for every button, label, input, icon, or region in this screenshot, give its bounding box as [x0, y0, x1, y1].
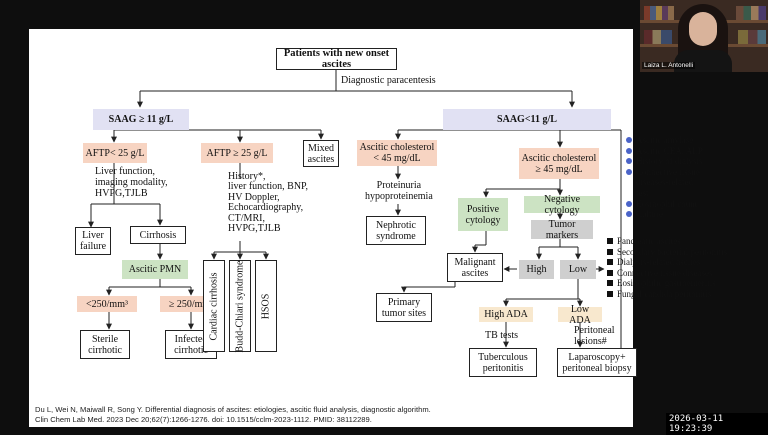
aftp-high-box: AFTP ≥ 25 g/L	[201, 143, 273, 163]
presentation-slide: Patients with new onset ascites Diagnost…	[29, 29, 727, 427]
causes-list-item: Connective tissue diseases	[607, 268, 727, 279]
cholesterol-high-box: Ascitic cholesterol ≥ 45 mg/dL	[519, 148, 599, 179]
causes-list-item: Dialysis-related ascites	[607, 257, 727, 268]
positive-cytology-box: Positive cytology	[458, 198, 508, 231]
books	[644, 6, 674, 20]
tb-tests-label: TB tests	[485, 330, 519, 341]
books	[644, 30, 672, 44]
budd-chiari-box: Budd-Chiari syndrome	[229, 260, 251, 352]
aftp-low-box: AFTP< 25 g/L	[83, 143, 147, 163]
tests-list-item: Culture	[626, 209, 703, 220]
low-ada-box: Low ADA	[558, 304, 602, 326]
tests-list: Ascitic amylase Ascitic CEA, ALP History…	[626, 135, 703, 220]
timestamp: 2026-03-11 19:23:39	[666, 413, 768, 435]
webcam-thumbnail: Laiza L. Antonelli	[640, 0, 768, 72]
causes-list: Pancreatic ascites Secondary bacterial p…	[607, 236, 727, 300]
primary-tumor-box: Primary tumor sites	[376, 293, 432, 322]
paracentesis-label: Diagnostic paracentesis	[341, 75, 436, 86]
tests-list-item: Ascitic CEA, ALP	[626, 146, 703, 157]
cirrhosis-box: Cirrhosis	[130, 226, 186, 244]
tumor-markers-box: Tumor markers	[531, 219, 593, 241]
tests-list-item: Ascitic amylase	[626, 135, 703, 146]
presenter-name-label: Laiza L. Antonelli	[642, 62, 696, 69]
title-box: Patients with new onset ascites	[276, 48, 397, 70]
liver-failure-box: Liver failure	[75, 227, 111, 255]
books	[738, 30, 766, 44]
flowchart-connectors	[88, 70, 630, 372]
causes-list-item: Secondary bacterial peritonitis	[607, 247, 727, 258]
nephrotic-syndrome-box: Nephrotic syndrome	[366, 216, 426, 245]
saag-high-box: SAAG ≥ 11 g/L	[93, 109, 189, 130]
causes-list-item: Fungal/candida peritonitis	[607, 289, 727, 300]
high-ada-box: High ADA	[479, 307, 533, 322]
mixed-ascites-box: Mixed ascites	[303, 140, 339, 167]
low-box: Low	[560, 260, 596, 279]
liver-workup-text: Liver function, imaging modality, HVPG,T…	[95, 166, 168, 199]
causes-list-item: Pancreatic ascites	[607, 236, 727, 247]
causes-list-item: Eosinophilic gastroenteritis	[607, 278, 727, 289]
high-box: High	[519, 260, 554, 279]
laparoscopy-box: Laparoscopy+ peritoneal biopsy	[557, 348, 637, 377]
peritoneal-lesions-label: Peritoneal lesions#	[574, 325, 615, 347]
tests-list-item: Connective tissue diseases-related test	[626, 167, 703, 199]
presenter-face	[689, 12, 717, 46]
tests-list-item: History of dialysis	[626, 156, 703, 167]
citation-line-1: Du L, Wei N, Maiwall R, Song Y. Differen…	[35, 405, 431, 414]
tests-list-item: Eosinophil count	[626, 199, 703, 210]
books	[736, 6, 766, 20]
saag-low-box: SAAG<11 g/L	[443, 109, 611, 130]
proteinuria-text: Proteinuria hypoproteinemia	[365, 180, 433, 202]
ascitic-pmn-box: Ascitic PMN	[122, 260, 188, 279]
pmn-low-box: <250/mm³	[77, 296, 137, 312]
history-workup-text: History*, liver function, BNP, HV Dopple…	[228, 171, 308, 235]
negative-cytology-box: Negative cytology	[524, 194, 600, 216]
cardiac-cirrhosis-box: Cardiac cirrhosis	[203, 260, 225, 352]
tuberculous-peritonitis-box: Tuberculous peritonitis	[469, 348, 537, 377]
citation-line-2: Clin Chem Lab Med. 2023 Dec 20;62(7):126…	[35, 415, 372, 424]
sterile-cirrhotic-box: Sterile cirrhotic	[80, 330, 130, 359]
citation: Du L, Wei N, Maiwall R, Song Y. Differen…	[35, 405, 595, 425]
hsos-box: HSOS	[255, 260, 277, 352]
malignant-ascites-box: Malignant ascites	[447, 253, 503, 282]
cholesterol-low-box: Ascitic cholesterol < 45 mg/dL	[357, 140, 437, 166]
